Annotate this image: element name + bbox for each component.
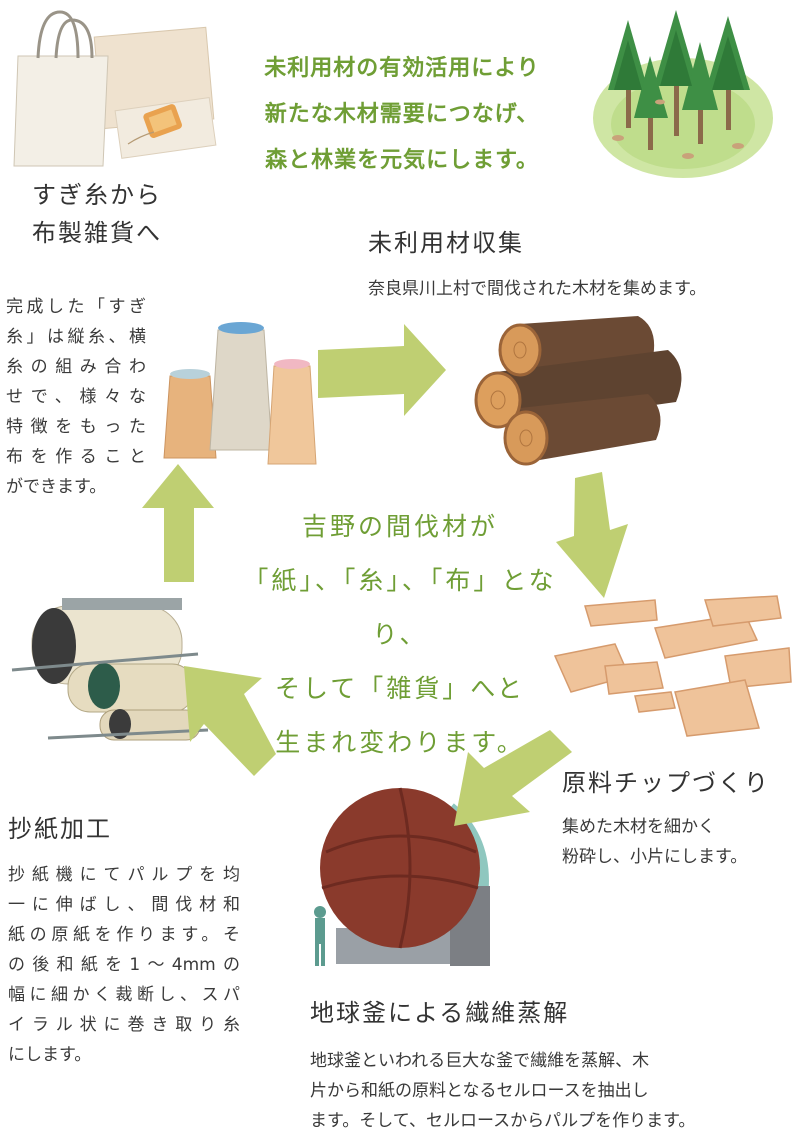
arrow-up-left-icon [184, 666, 276, 776]
wood-chips-illustration [553, 595, 792, 737]
desc-line: 糸」は縦糸、横 [6, 327, 146, 347]
thread-cones-illustration [163, 322, 317, 465]
center-line: 生まれ変わります。 [275, 728, 525, 757]
desc-line: 抄紙機にてパルプを均 [8, 865, 240, 885]
lead-line: 森と林業を元気にします。 [265, 148, 539, 173]
step-paper-title: 抄紙加工 [8, 815, 112, 843]
desc-line: 地球釜といわれる巨大な釜で繊維を蒸解、木 [310, 1051, 650, 1071]
logs-illustration [474, 316, 682, 466]
step-goods-title: すぎ糸から 布製雑貨へ [32, 176, 212, 252]
tote-bag-illustration [13, 10, 217, 167]
step-title-line: 布製雑貨へ [32, 219, 162, 247]
desc-line: 特徴をもった [6, 417, 146, 437]
lead-text: 未利用材の有効活用により 新たな木材需要につなげ、 森と林業を元気にします。 [222, 46, 582, 184]
desc-line: 一に伸ばし、間伐材和 [8, 895, 240, 915]
lead-line: 新たな木材需要につなげ、 [264, 102, 540, 127]
step-title-line: すぎ糸から [32, 181, 162, 209]
step-chip-title: 原料チップづくり [562, 769, 770, 797]
desc-line: 集めた木材を細かく [562, 817, 715, 837]
step-paper-desc: 抄紙機にてパルプを均 一に伸ばし、間伐材和 紙の原紙を作ります。そ の後和紙を1… [8, 860, 240, 1070]
center-line: 「紙」、「糸」、「布」となり、 [243, 566, 557, 649]
desc-line: イラル状に巻き取り糸 [8, 1015, 240, 1035]
desc-line: 粉砕し、小片にします。 [562, 847, 748, 867]
desc-line: 糸の組み合わ [6, 357, 146, 377]
forest-illustration [593, 10, 773, 178]
desc-line: ます。そして、セルロースからパルプを作ります。 [310, 1111, 696, 1131]
step-collect-desc: 奈良県川上村で間伐された木材を集めます。 [368, 274, 798, 304]
step-digest-desc: 地球釜といわれる巨大な釜で繊維を蒸解、木 片から和紙の原料となるセルロースを抽出… [310, 1046, 770, 1136]
desc-line: ができます。 [6, 477, 107, 497]
step-digest-title: 地球釜による繊維蒸解 [310, 999, 570, 1027]
arrow-down-right-icon [556, 472, 628, 598]
center-text: 吉野の間伐材が 「紙」、「糸」、「布」となり、 そして「雑貨」へと 生まれ変わり… [230, 500, 570, 770]
desc-line: 幅に細かく裁断し、スパ [8, 985, 240, 1005]
center-line: 吉野の間伐材が [301, 512, 498, 541]
desc-line: にします。 [8, 1045, 92, 1065]
paper-machine-illustration [11, 598, 209, 741]
desc-line: 完成した「すぎ [6, 297, 146, 317]
step-goods-desc: 完成した「すぎ 糸」は縦糸、横 糸の組み合わ せで、様々な 特徴をもった 布を作… [6, 292, 146, 502]
desc-line: せで、様々な [6, 387, 146, 407]
center-line: そして「雑貨」へと [274, 674, 525, 703]
step-collect-title: 未利用材収集 [368, 229, 524, 257]
step-chip-desc: 集めた木材を細かく 粉砕し、小片にします。 [562, 812, 792, 872]
desc-line: 布を作ること [6, 447, 146, 467]
desc-line: 紙の原紙を作ります。そ [8, 925, 240, 945]
arrow-up-icon [142, 464, 214, 582]
desc-line: 奈良県川上村で間伐された木材を集めます。 [368, 279, 707, 299]
arrow-right-icon [318, 324, 446, 416]
lead-line: 未利用材の有効活用により [264, 56, 540, 81]
arrow-down-left-icon [454, 730, 572, 826]
desc-line: の後和紙を1〜4mmの [8, 955, 240, 975]
desc-line: 片から和紙の原料となるセルロースを抽出し [310, 1081, 649, 1101]
